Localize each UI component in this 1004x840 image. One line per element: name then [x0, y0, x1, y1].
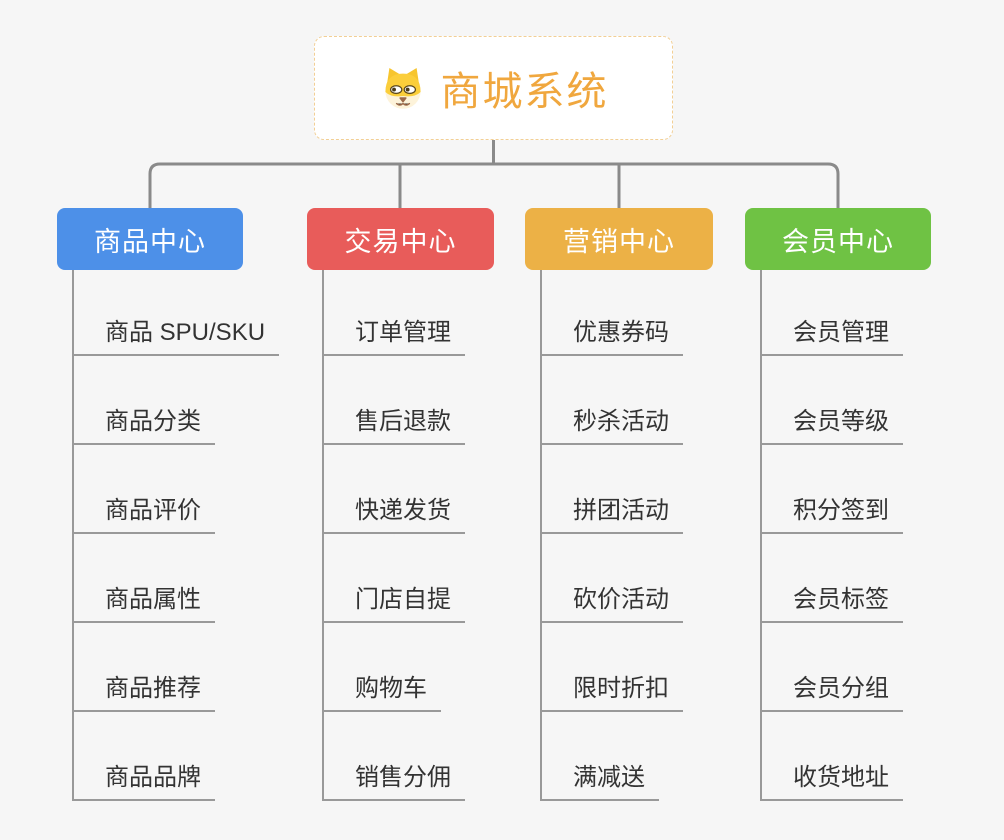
branch-trunk-line	[540, 270, 542, 801]
leaf-item[interactable]: 限时折扣	[540, 668, 683, 712]
root-title: 商城系统	[440, 70, 609, 114]
leaf-item[interactable]: 收货地址	[760, 757, 903, 801]
leaf-item[interactable]: 满减送	[540, 757, 659, 801]
leaf-item[interactable]: 会员分组	[760, 668, 903, 712]
branch-box-4[interactable]: 会员中心	[745, 208, 931, 270]
leaf-item[interactable]: 订单管理	[322, 312, 465, 356]
leaf-item[interactable]: 商品推荐	[72, 668, 215, 712]
leaf-item[interactable]: 会员管理	[760, 312, 903, 356]
leaf-item[interactable]: 商品分类	[72, 401, 215, 445]
leaf-item[interactable]: 会员标签	[760, 579, 903, 623]
leaf-item[interactable]: 秒杀活动	[540, 401, 683, 445]
root-node[interactable]: 商城系统	[314, 36, 673, 140]
branch-box-1[interactable]: 商品中心	[57, 208, 243, 270]
branch-box-2[interactable]: 交易中心	[307, 208, 494, 270]
leaf-item[interactable]: 快递发货	[322, 490, 465, 534]
branch-box-3[interactable]: 营销中心	[525, 208, 713, 270]
leaf-item[interactable]: 积分签到	[760, 490, 903, 534]
leaf-item[interactable]: 门店自提	[322, 579, 465, 623]
leaf-item[interactable]: 会员等级	[760, 401, 903, 445]
leaf-item[interactable]: 购物车	[322, 668, 441, 712]
leaf-item[interactable]: 砍价活动	[540, 579, 683, 623]
leaf-item[interactable]: 商品评价	[72, 490, 215, 534]
leaf-item[interactable]: 商品属性	[72, 579, 215, 623]
leaf-item[interactable]: 售后退款	[322, 401, 465, 445]
leaf-item[interactable]: 商品 SPU/SKU	[72, 312, 280, 356]
dog-icon	[379, 65, 427, 111]
branch-trunk-line	[322, 270, 324, 801]
leaf-item[interactable]: 销售分佣	[322, 757, 465, 801]
leaf-item[interactable]: 优惠券码	[540, 312, 683, 356]
branch-trunk-line	[760, 270, 762, 801]
branch-trunk-line	[72, 270, 74, 801]
leaf-item[interactable]: 商品品牌	[72, 757, 215, 801]
leaf-item[interactable]: 拼团活动	[540, 490, 683, 534]
